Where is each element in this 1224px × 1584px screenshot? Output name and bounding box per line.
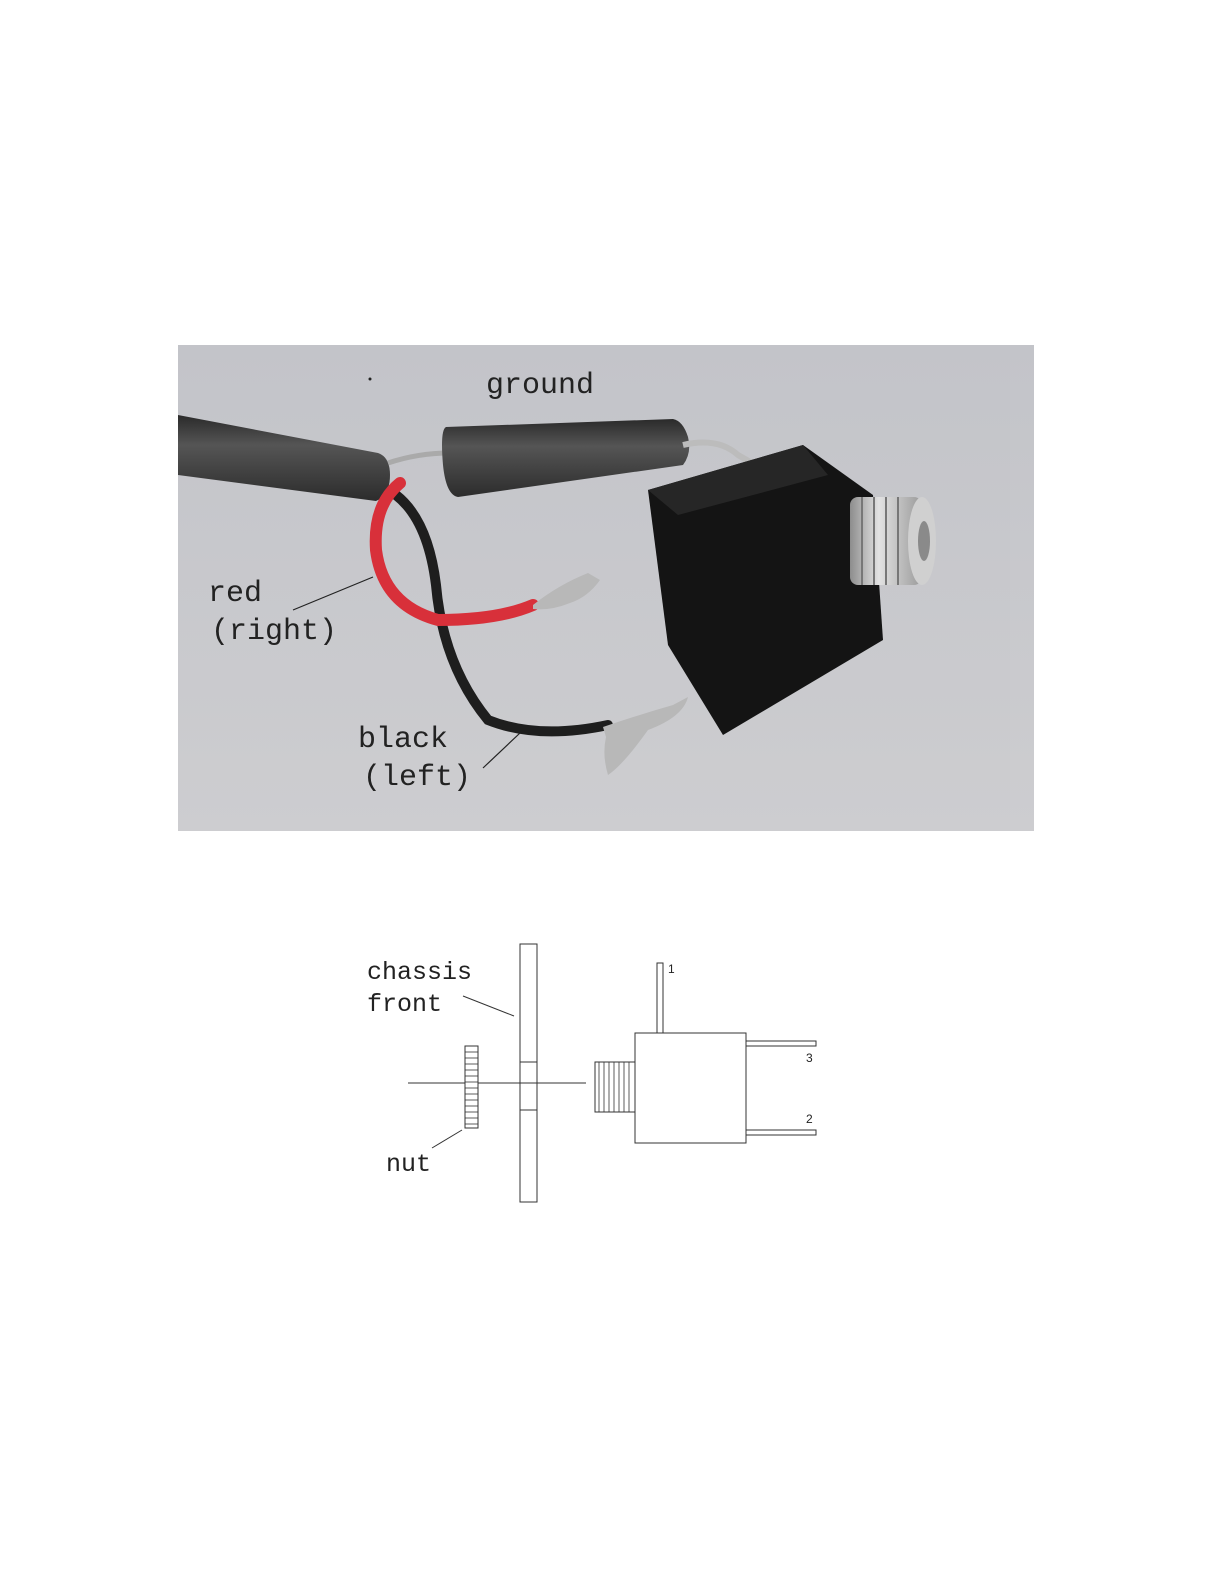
nut-shape [465, 1046, 478, 1128]
chassis-panel [520, 944, 537, 1202]
diagram-canvas: chassis front nut 1 3 2 [350, 930, 850, 1220]
jack-wiring-photo: ground red (right) black (left) [178, 345, 1034, 831]
threaded-bushing-drawing [595, 1062, 635, 1112]
left-label: (left) [363, 761, 471, 795]
pin-1 [657, 963, 663, 1033]
pin-3 [746, 1041, 816, 1046]
pin-3-label: 3 [806, 1051, 813, 1065]
jack-body-drawing [635, 1033, 746, 1143]
pin-2-label: 2 [806, 1112, 813, 1126]
nut-label: nut [386, 1150, 431, 1179]
chassis-label: chassis [367, 958, 472, 987]
pin-2 [746, 1130, 816, 1135]
ground-label: ground [486, 369, 594, 403]
chassis-leader-line [463, 996, 514, 1016]
jack-threaded-bushing [850, 497, 936, 585]
front-label: front [367, 990, 442, 1019]
photo-canvas: ground red (right) black (left) [178, 345, 1034, 831]
red-label: red [208, 577, 262, 611]
black-label: black [358, 723, 448, 757]
right-label: (right) [211, 615, 337, 649]
stray-dot [369, 378, 372, 381]
nut-leader-line [432, 1130, 462, 1148]
pin-1-label: 1 [668, 962, 675, 976]
jack-mounting-diagram: chassis front nut 1 3 2 [350, 930, 850, 1220]
